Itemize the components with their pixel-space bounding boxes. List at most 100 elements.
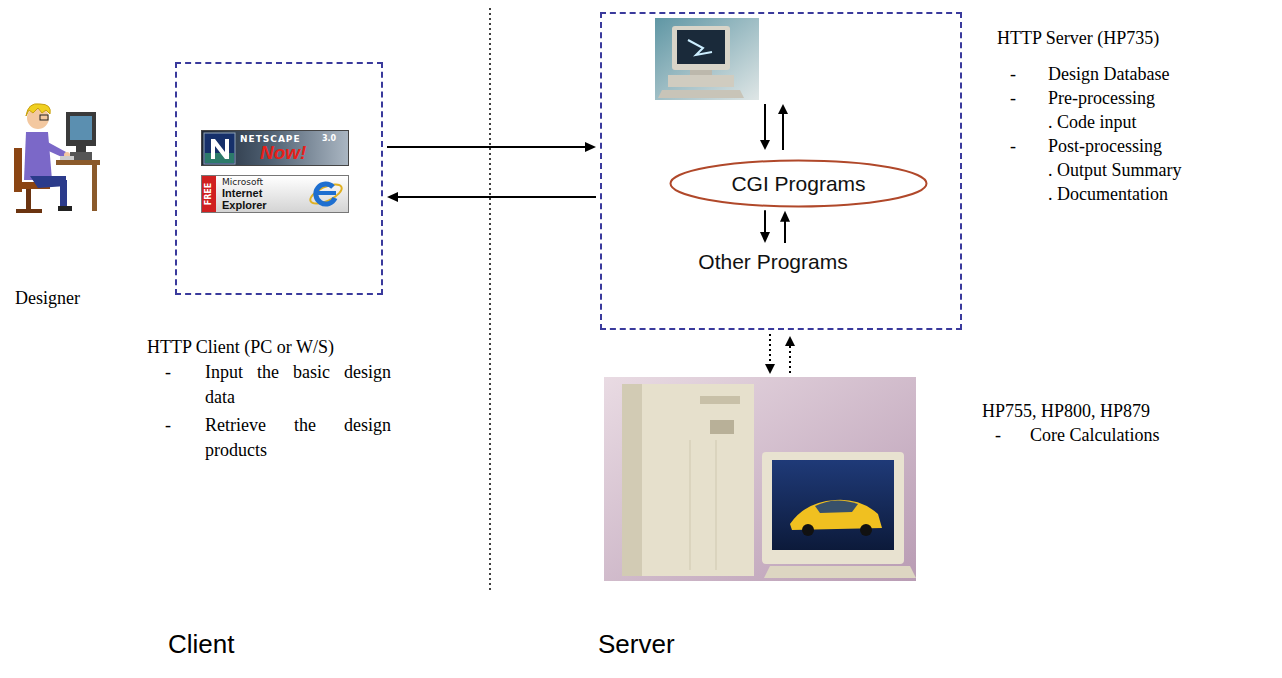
list-item: Core Calculations — [1030, 423, 1159, 448]
designer-figure-part — [16, 209, 42, 213]
arrow-line — [784, 221, 786, 243]
workstation-picture-part — [688, 40, 712, 55]
flow-arrow-part — [760, 140, 770, 150]
designer-figure-part — [26, 189, 31, 211]
list-dash: - — [1010, 86, 1016, 111]
arrow-head — [387, 192, 398, 202]
designer-figure-part — [92, 165, 97, 211]
icon-square — [204, 133, 235, 164]
dotted-arrow — [765, 334, 795, 376]
workstation-picture-part — [668, 75, 734, 87]
server-computer-picture-part — [690, 440, 691, 570]
version-text: 3.0 — [322, 134, 336, 144]
list-dash: - — [165, 360, 171, 385]
list-item: Design Database — [1048, 62, 1169, 87]
server-computer-picture-part — [762, 452, 904, 564]
icon-letter — [211, 139, 229, 159]
designer-figure-part — [66, 112, 96, 146]
arrow-connector — [387, 192, 596, 202]
designer-figure-part — [56, 160, 100, 165]
workstation-picture-part — [677, 30, 725, 64]
divider-line — [489, 8, 491, 592]
cgi-ellipse: CGI Programs — [669, 159, 928, 208]
icon-e — [316, 184, 335, 204]
workstation-picture-part — [655, 18, 759, 100]
process-name: CGI Programs — [731, 171, 865, 197]
netscape-icon — [202, 131, 238, 166]
icon-horizon — [205, 153, 234, 163]
list-item: Post-processing — [1048, 134, 1162, 159]
server-computer-picture-part — [622, 384, 642, 576]
workstation-picture-part — [658, 90, 744, 98]
list-dash: - — [1010, 62, 1016, 87]
server-computer-picture-part — [716, 440, 717, 570]
arrow-connector — [760, 210, 770, 243]
side-title: Client — [168, 628, 234, 660]
ellipse-outline — [671, 161, 927, 207]
designer-figure — [14, 104, 100, 213]
arrow-line — [387, 146, 586, 148]
server-computer-picture-part — [772, 460, 894, 550]
workstation-picture-part — [672, 26, 730, 70]
sub-item: . Code input — [1048, 110, 1137, 135]
ie-logo: FREEMicrosoftInternet Explorer — [201, 175, 349, 213]
badge-text: FREE — [204, 180, 214, 208]
flow-arrow — [760, 104, 788, 150]
section-heading: HTTP Client (PC or W/S) — [147, 335, 334, 360]
list-dash: - — [995, 423, 1001, 448]
netscape-logo: NETSCAPENow!3.0 — [201, 130, 349, 166]
server-computer-picture-part — [860, 524, 872, 536]
dotted-arrow-part — [785, 336, 795, 346]
dotted-arrow-part — [789, 346, 791, 376]
logo-text: Now! — [260, 142, 306, 164]
client-box: NETSCAPENow!3.0FREEMicrosoftInternet Exp… — [175, 62, 383, 295]
process-name: Other Programs — [698, 249, 847, 275]
side-title: Server — [598, 628, 675, 660]
dotted-arrow-part — [769, 334, 771, 364]
sub-item: . Documentation — [1048, 182, 1168, 207]
server-computer-picture — [604, 377, 916, 581]
designer-figure-part — [42, 140, 66, 158]
arrow-line — [764, 210, 766, 233]
free-strip — [202, 176, 216, 212]
designer-figure-part — [60, 180, 67, 208]
server-box: CGI ProgramsOther Programs — [600, 12, 962, 330]
list-item: Retrieve the design products — [205, 413, 391, 463]
designer-figure-part — [76, 146, 86, 152]
dotted-arrow-part — [765, 364, 775, 374]
logo-text: Microsoft — [222, 177, 263, 188]
flow-arrow-part — [778, 104, 788, 114]
list-item: Input the basic design data — [205, 360, 391, 410]
flow-arrow-part — [764, 104, 766, 140]
server-computer-picture-part — [815, 500, 858, 513]
list-dash: - — [165, 413, 171, 438]
designer-figure-part — [60, 156, 74, 160]
arrow-connector — [387, 142, 596, 152]
designer-figure-part — [70, 116, 92, 140]
icon-orbit — [308, 180, 345, 207]
server-computer-picture-part — [764, 566, 916, 578]
designer-figure-part — [26, 104, 50, 116]
arrow-head — [585, 142, 596, 152]
list-dash: - — [1010, 134, 1016, 159]
server-computer-picture-part — [802, 524, 814, 536]
designer-figure-part — [40, 115, 48, 120]
section-heading: HP755, HP800, HP879 — [982, 399, 1150, 424]
server-computer-picture-part — [604, 377, 916, 581]
section-heading: HTTP Server (HP735) — [997, 26, 1159, 51]
server-computer-picture-part — [622, 384, 754, 576]
program-node: Other Programs — [678, 246, 868, 278]
icon-e-bar — [317, 191, 336, 195]
designer-figure-part — [24, 132, 52, 180]
arrow-head — [780, 211, 790, 222]
list-item: Pre-processing — [1048, 86, 1155, 111]
sub-item: . Output Summary — [1048, 158, 1182, 183]
arrow-head — [760, 232, 770, 243]
arrow-line — [397, 196, 596, 198]
flow-arrow-part — [782, 114, 784, 150]
server-computer-picture-part — [710, 420, 734, 434]
workstation-picture — [655, 18, 759, 100]
figure-caption: Designer — [15, 286, 80, 311]
arrow-connector — [780, 211, 790, 243]
server-computer-picture-part — [700, 396, 740, 404]
